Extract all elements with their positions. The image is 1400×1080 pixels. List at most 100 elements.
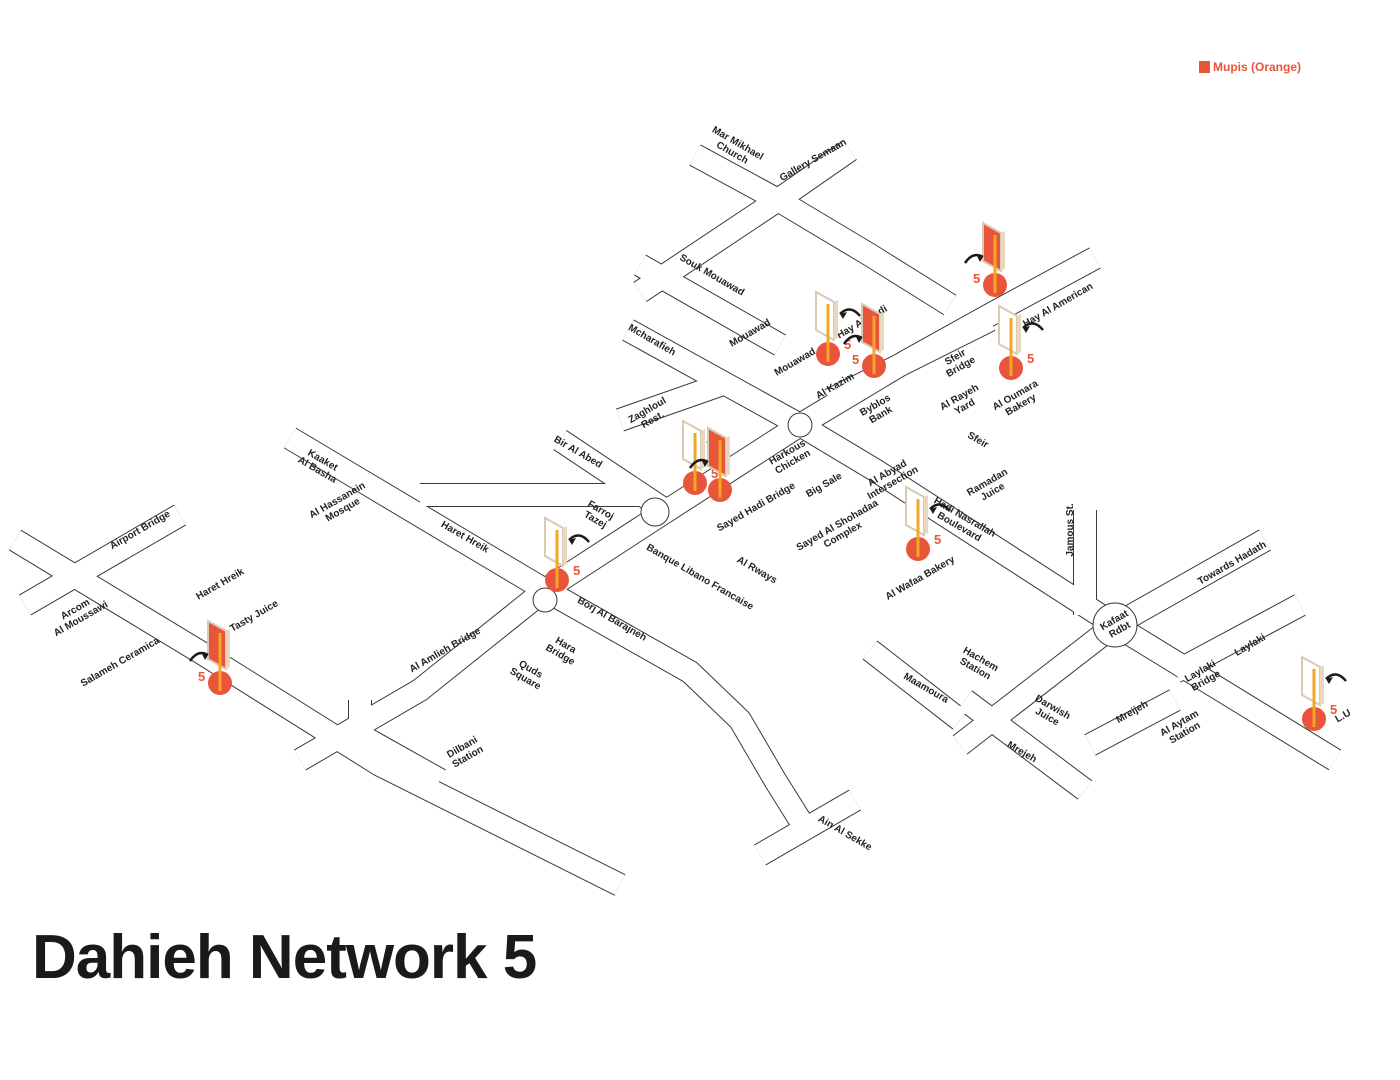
roundabout [1092, 602, 1138, 648]
mupi-panel-side [880, 312, 884, 352]
direction-arrow-icon [963, 253, 984, 264]
arrowhead-icon [976, 254, 983, 262]
street-label-line: Banque Libano Francaise [644, 542, 755, 613]
road [9, 530, 625, 895]
mupi-panel [982, 221, 1002, 273]
mupi-marker[interactable]: 5 [815, 290, 861, 366]
arrowhead-icon [930, 507, 937, 514]
road [689, 145, 956, 315]
road-network [8, 140, 1342, 896]
road [1169, 595, 1306, 682]
street-label: Al HassaneinMosque [308, 480, 373, 530]
arrowhead-icon [701, 459, 708, 467]
road [1084, 690, 1181, 755]
street-label: Jamous St. [1065, 503, 1076, 557]
street-label: HaraBridge [544, 633, 583, 668]
mupi-panel-side [726, 436, 730, 476]
network-number: 5 [1330, 702, 1337, 717]
road [958, 691, 1092, 799]
page-title: Dahieh Network 5 [32, 923, 537, 992]
road [754, 790, 861, 865]
roundabout [787, 412, 813, 438]
mupi-pole [826, 304, 830, 362]
mupi-pole [1312, 669, 1316, 727]
street-label: HachemStation [955, 645, 1000, 684]
road [349, 700, 446, 790]
street-label: Al RayehYard [938, 382, 986, 422]
mupi-marker[interactable]: 5 [688, 426, 732, 502]
network-number: 5 [852, 352, 859, 367]
mupi-panel-side [563, 526, 567, 566]
mupi-marker[interactable]: 5 [1301, 655, 1347, 731]
network-number: 5 [934, 532, 941, 547]
street-label-line: Al Rways [735, 555, 779, 587]
street-label: Salameh Ceramica [79, 635, 162, 689]
street-label: RamadanJuice [965, 467, 1015, 509]
mupi-pole [218, 633, 222, 691]
mupi-pole [916, 499, 920, 557]
direction-arrow-icon [1325, 673, 1347, 682]
street-label: DarwishJuice [1027, 693, 1072, 732]
arrowhead-icon [855, 335, 862, 343]
mupi-pole [872, 316, 876, 374]
mupi-panel [1301, 655, 1321, 707]
mupi-panel-side [834, 300, 838, 340]
road [622, 320, 1341, 770]
road [19, 505, 186, 615]
street-label: Banque Libano Francaise [644, 542, 755, 613]
road [553, 430, 672, 520]
arrowhead-icon [1023, 326, 1030, 333]
street-label-line: Tasty Juice [228, 598, 280, 635]
mupi-marker[interactable]: 5 [188, 619, 232, 695]
mupi-panel-side [1001, 231, 1005, 271]
road [616, 374, 724, 431]
mupi-marker[interactable]: 5 [905, 485, 951, 561]
direction-arrow-icon [688, 458, 709, 469]
mupi-pole [555, 530, 559, 588]
mupi-pole [1009, 318, 1013, 376]
roundabout [532, 587, 558, 613]
road [633, 140, 857, 302]
mupi-panel-side [924, 495, 928, 535]
street-label: Al Wafaa Bakery [884, 554, 957, 603]
mupi-marker[interactable]: 5 [544, 516, 590, 592]
network-number: 5 [698, 476, 705, 491]
street-label-line: Sfeir [965, 430, 990, 451]
street-label: Al Rways [735, 555, 779, 587]
mupi-panel-side [226, 629, 230, 669]
mupi-marker[interactable]: 5 [998, 304, 1044, 380]
direction-arrow-icon [842, 334, 863, 345]
network-number: 5 [1027, 351, 1034, 366]
direction-arrow-icon [568, 534, 590, 543]
network-number: 5 [198, 669, 205, 684]
mupi-panel [544, 516, 564, 568]
mupi-panel-side [1017, 314, 1021, 354]
road [825, 310, 995, 410]
street-label: Big Sale [804, 471, 844, 500]
network-number: 5 [844, 337, 851, 352]
arrowhead-icon [840, 312, 847, 319]
street-label: DilbaniStation [445, 734, 485, 770]
street-label-line: Big Sale [804, 471, 844, 500]
mupi-panel-side [1320, 665, 1324, 705]
street-label: Haret Hreik [194, 566, 246, 602]
mupi-marker[interactable]: 5 [842, 302, 886, 378]
street-label: QudsSquare [508, 656, 549, 692]
mupi-marker[interactable]: 5 [963, 221, 1007, 297]
arrowhead-icon [201, 652, 208, 660]
network-number: 5 [973, 271, 980, 286]
street-label: Tasty Juice [228, 598, 280, 635]
street-label: Sfeir [965, 430, 990, 451]
mupi-pole [993, 235, 997, 293]
street-label-line: Mouawad [773, 346, 818, 378]
mupi-panel [815, 290, 835, 342]
arrowhead-icon [569, 538, 576, 545]
roundabout [640, 497, 670, 527]
street-label-line: Sayed Al Shohadaa [795, 498, 881, 554]
street-label: Mouawad [773, 346, 818, 378]
street-label: Sayed Al ShohadaaComplex [795, 498, 886, 563]
legend-swatch-icon [1199, 61, 1210, 73]
street-label: Al OumaraBakery [991, 378, 1046, 423]
road [863, 641, 967, 729]
